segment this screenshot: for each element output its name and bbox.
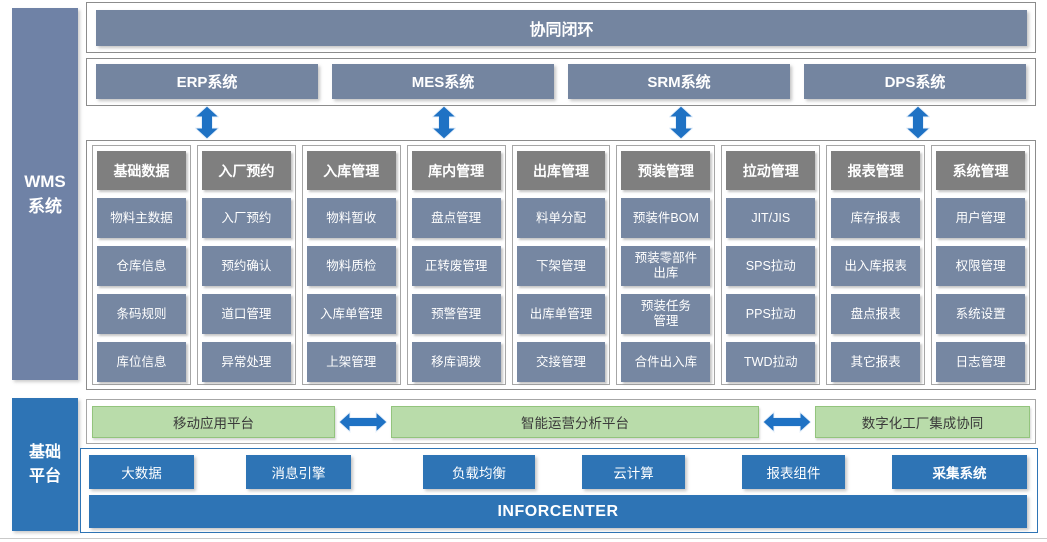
module-item: PPS拉动 (726, 294, 816, 334)
module-column-report-management: 报表管理 库存报表 出入库报表 盘点报表 其它报表 (826, 145, 926, 385)
module-item: 权限管理 (936, 246, 1026, 286)
module-item: 预装任务 管理 (621, 294, 711, 334)
system-mes: MES系统 (332, 64, 554, 99)
module-item: 预装零部件 出库 (621, 246, 711, 286)
system-erp: ERP系统 (96, 64, 318, 99)
wms-system-section-label: WMS 系统 (12, 8, 78, 380)
infra-cloud-computing: 云计算 (582, 455, 685, 489)
module-item: 预装件BOM (621, 198, 711, 238)
inforcenter-bus-bar: INFORCENTER (89, 495, 1027, 528)
module-header: 库内管理 (411, 151, 501, 190)
platform-digital-factory-integration: 数字化工厂集成协同 (815, 405, 1030, 438)
double-arrow-vertical-icon (193, 105, 221, 140)
module-header: 出库管理 (516, 151, 606, 190)
system-dps: DPS系统 (804, 64, 1026, 99)
module-item: 入库单管理 (306, 294, 396, 334)
module-item: 异常处理 (201, 342, 291, 382)
module-column-outbound-management: 出库管理 料单分配 下架管理 出库单管理 交接管理 (511, 145, 611, 385)
platform-mobile-app: 移动应用平台 (92, 405, 335, 438)
module-item: 入厂预约 (201, 198, 291, 238)
platform-intelligent-operation-analysis: 智能运营分析平台 (391, 405, 759, 438)
module-item: 出入库报表 (831, 246, 921, 286)
infra-load-balancing: 负载均衡 (423, 455, 535, 489)
module-item: 物料暂收 (306, 198, 396, 238)
module-header: 基础数据 (97, 151, 186, 190)
module-item: 交接管理 (516, 342, 606, 382)
module-header: 预装管理 (621, 151, 711, 190)
module-item: 库存报表 (831, 198, 921, 238)
infra-report-component: 报表组件 (742, 455, 845, 489)
infra-collection-system: 采集系统 (892, 455, 1027, 489)
module-header: 入库管理 (306, 151, 396, 190)
system-srm: SRM系统 (568, 64, 790, 99)
module-column-inbound-management: 入库管理 物料暂收 物料质检 入库单管理 上架管理 (301, 145, 401, 385)
module-item: 上架管理 (306, 342, 396, 382)
module-item: 盘点管理 (411, 198, 501, 238)
module-item: 合件出入库 (621, 342, 711, 382)
base-platform-container: 大数据 消息引擎 负载均衡 云计算 报表组件 采集系统 INFORCENTER (80, 448, 1038, 533)
module-item: 系统设置 (936, 294, 1026, 334)
module-item: 预警管理 (411, 294, 501, 334)
module-item: SPS拉动 (726, 246, 816, 286)
module-column-pull-management: 拉动管理 JIT/JIS SPS拉动 PPS拉动 TWD拉动 (721, 145, 821, 385)
module-item: 物料主数据 (97, 198, 186, 238)
module-header: 系统管理 (936, 151, 1026, 190)
module-column-basic-data: 基础数据 物料主数据 仓库信息 条码规则 库位信息 (92, 145, 191, 385)
platform-row: 移动应用平台 智能运营分析平台 数字化工厂集成协同 (86, 399, 1036, 444)
infra-big-data: 大数据 (89, 455, 194, 489)
module-header: 入厂预约 (201, 151, 291, 190)
double-arrow-horizontal-icon (338, 410, 388, 433)
infra-message-engine: 消息引擎 (246, 455, 351, 489)
external-systems-row: ERP系统 MES系统 SRM系统 DPS系统 (86, 58, 1036, 106)
module-item: 料单分配 (516, 198, 606, 238)
base-platform-section-label: 基础 平台 (12, 398, 78, 531)
module-column-warehouse-management: 库内管理 盘点管理 正转废管理 预警管理 移库调拨 (406, 145, 506, 385)
module-item: 用户管理 (936, 198, 1026, 238)
module-item: 日志管理 (936, 342, 1026, 382)
module-item: JIT/JIS (726, 198, 816, 238)
module-item: 物料质检 (306, 246, 396, 286)
module-item: 正转废管理 (411, 246, 501, 286)
module-header: 拉动管理 (726, 151, 816, 190)
module-item: 出库单管理 (516, 294, 606, 334)
module-item: 下架管理 (516, 246, 606, 286)
collaboration-loop-banner: 协同闭环 (96, 10, 1027, 46)
module-header: 报表管理 (831, 151, 921, 190)
module-column-inbound-appointment: 入厂预约 入厂预约 预约确认 道口管理 异常处理 (196, 145, 296, 385)
module-column-preassembly-management: 预装管理 预装件BOM 预装零部件 出库 预装任务 管理 合件出入库 (616, 145, 716, 385)
module-item: 仓库信息 (97, 246, 186, 286)
module-column-system-management: 系统管理 用户管理 权限管理 系统设置 日志管理 (931, 145, 1031, 385)
module-item: 移库调拨 (411, 342, 501, 382)
page-bottom-edge (0, 538, 1047, 539)
module-item: TWD拉动 (726, 342, 816, 382)
module-item: 其它报表 (831, 342, 921, 382)
double-arrow-horizontal-icon (762, 410, 812, 433)
banner-container: 协同闭环 (86, 2, 1036, 53)
module-item: 道口管理 (201, 294, 291, 334)
module-item: 预约确认 (201, 246, 291, 286)
module-item: 条码规则 (97, 294, 186, 334)
module-item: 库位信息 (97, 342, 186, 382)
double-arrow-vertical-icon (904, 105, 932, 140)
double-arrow-vertical-icon (667, 105, 695, 140)
double-arrow-vertical-icon (430, 105, 458, 140)
module-item: 盘点报表 (831, 294, 921, 334)
wms-module-grid: 基础数据 物料主数据 仓库信息 条码规则 库位信息 入厂预约 入厂预约 预约确认… (86, 140, 1036, 390)
